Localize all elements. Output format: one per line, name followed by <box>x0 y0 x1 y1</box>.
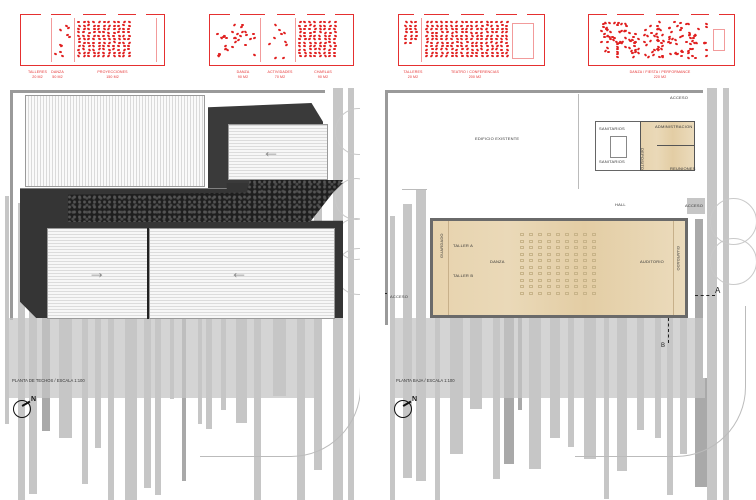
north-arrow-icon: N <box>13 396 36 418</box>
restroom-block <box>595 121 642 171</box>
occupancy-diagram-2 <box>209 13 354 66</box>
label-hall: HALL <box>615 202 626 207</box>
label-existing-building: EDIFICIO EXISTENTE <box>475 136 520 141</box>
admin-room <box>640 121 695 171</box>
roof-plan-title: PLANTA DE TECHOS / ESCALA 1:100 <box>12 378 85 383</box>
roof-section-lower-right <box>149 228 335 319</box>
label-access-left: ACCESO <box>390 294 409 299</box>
auditorium-seating <box>520 233 640 301</box>
existing-building-roof <box>25 95 205 187</box>
occupancy-diagram-1 <box>20 13 165 66</box>
label-storage-right: GUARDADO <box>676 246 681 271</box>
occupancy-diagram-4 <box>588 13 735 66</box>
label-access-right: ACCESO <box>685 203 704 208</box>
roof-section-upper <box>228 124 328 180</box>
label-meetings: REUNIONES <box>670 166 696 171</box>
roof-section-lower-left <box>47 228 148 319</box>
slope-arrow-left-icon: ← <box>262 141 280 161</box>
label-restroom-top: SANITARIOS <box>599 126 625 131</box>
ground-plan-title: PLANTA BAJA / ESCALA 1:100 <box>396 378 455 383</box>
slope-arrow-left-icon: ← <box>230 262 248 282</box>
label-access-top: ACCESO <box>670 95 689 100</box>
label-depot: DEPOSITO <box>640 148 645 171</box>
occupancy-diagram-3 <box>398 13 545 66</box>
label-storage-left: GUARDADO <box>439 233 444 258</box>
north-arrow-icon: N <box>394 396 417 418</box>
label-restroom-bottom: SANITARIOS <box>599 159 625 164</box>
roof-plan: ← → ← PLANTA DE TECHOS / ESCALA 1:100 N <box>0 88 360 500</box>
slope-arrow-right-icon: → <box>88 262 106 282</box>
ground-plan: EDIFICIO EXISTENTE SANITARIOS SANITARIOS… <box>385 88 756 500</box>
label-dance: DANZA <box>490 259 505 264</box>
section-mark-b: B <box>661 343 666 349</box>
label-auditorium: AUDITORIO <box>640 259 664 264</box>
label-admin: ADMINISTRACION <box>655 124 693 129</box>
label-workshop-b: TALLER B <box>453 273 474 278</box>
label-workshop-a: TALLER A <box>453 243 473 248</box>
existing-building <box>402 94 579 190</box>
section-mark-a-right: A <box>715 286 721 295</box>
